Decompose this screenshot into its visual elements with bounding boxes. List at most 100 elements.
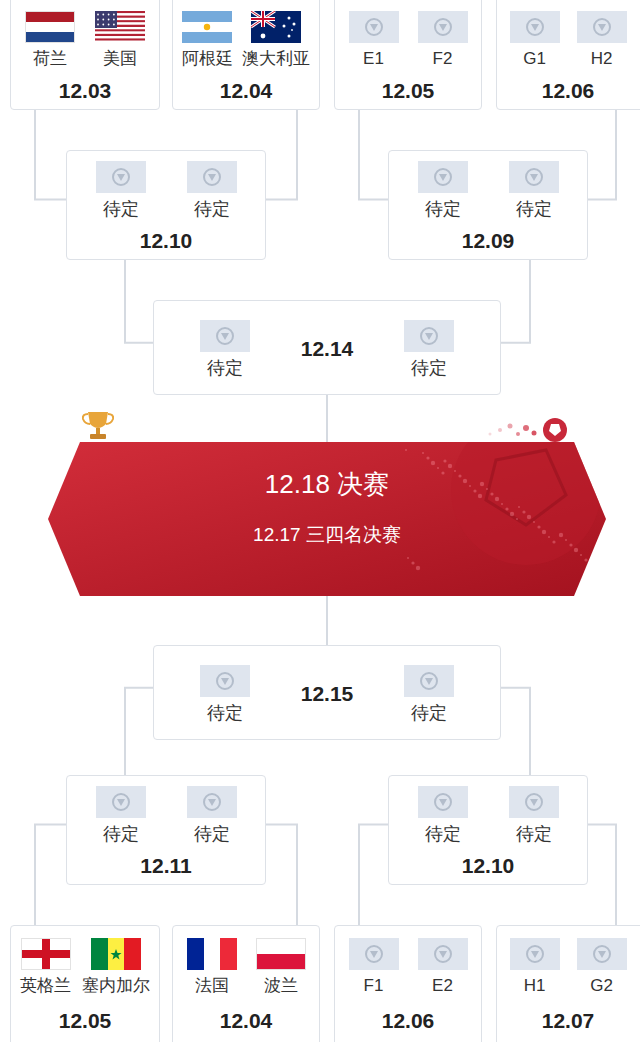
placeholder-icon <box>404 320 454 352</box>
match-box: 英格兰塞内加尔12.05 <box>10 925 160 1042</box>
team-slot: 阿根廷 <box>182 11 233 69</box>
team-name: 待定 <box>425 199 461 220</box>
placeholder-icon <box>418 161 468 193</box>
match-date: 12.03 <box>59 79 112 103</box>
placeholder-icon <box>577 11 627 43</box>
team-name: G2 <box>590 976 613 996</box>
placeholder-icon <box>418 11 468 43</box>
team-name: H2 <box>591 49 613 69</box>
team-row: G1 H2 <box>501 11 635 69</box>
match-box: 待定 12.15 待定 <box>153 645 501 740</box>
team-name: H1 <box>524 976 546 996</box>
placeholder-icon <box>404 665 454 697</box>
team-name: 待定 <box>103 824 139 845</box>
placeholder-icon <box>418 786 468 818</box>
team-slot: 待定 <box>96 161 146 220</box>
team-slot: 待定 <box>418 786 468 845</box>
team-name: 阿根廷 <box>182 49 233 69</box>
match-date: 12.07 <box>542 1009 595 1033</box>
team-slot: F1 <box>349 938 399 996</box>
team-name: 待定 <box>425 824 461 845</box>
match-box: 荷兰 美国 12.03 <box>10 0 160 110</box>
bracket-line <box>501 260 530 343</box>
banner-shape <box>48 440 606 598</box>
team-slot: 待定 <box>187 161 237 220</box>
trophy-icon <box>83 412 113 439</box>
bracket-line <box>35 110 66 200</box>
team-slot: 待定 <box>96 786 146 845</box>
team-row: 荷兰 美国 <box>15 11 155 69</box>
placeholder-icon <box>200 320 250 352</box>
flag-icon <box>95 11 145 43</box>
match-box: 阿根廷澳大利亚 12.04 <box>172 0 320 110</box>
placeholder-icon <box>200 665 250 697</box>
bracket-line <box>125 260 153 343</box>
team-name: G1 <box>523 49 546 69</box>
match-date: 12.11 <box>140 854 191 878</box>
team-slot: H1 <box>510 938 560 996</box>
team-slot: E2 <box>418 938 468 996</box>
team-slot: 待定 <box>509 161 559 220</box>
bracket-line <box>326 596 328 645</box>
match-date: 12.04 <box>220 79 273 103</box>
final-title: 12.17 三四名决赛 <box>253 524 401 546</box>
match-box: 待定12.14待定 <box>153 300 501 395</box>
team-name: 待定 <box>516 199 552 220</box>
match-box: G1H212.06 <box>496 0 640 110</box>
match-date: 12.06 <box>382 1009 435 1033</box>
team-slot: F2 <box>418 11 468 69</box>
match-date: 12.10 <box>140 229 193 253</box>
team-slot: 英格兰 <box>20 938 71 996</box>
team-name: 荷兰 <box>33 49 67 69</box>
match-box: 待定待定12.11 <box>66 775 266 885</box>
team-name: 美国 <box>103 49 137 69</box>
team-slot: H2 <box>577 11 627 69</box>
team-name: 波兰 <box>264 976 298 996</box>
team-name: 待定 <box>516 824 552 845</box>
match-date: 12.04 <box>220 1009 273 1033</box>
team-slot: E1 <box>349 11 399 69</box>
team-row: 待定 12.15 待定 <box>174 665 480 724</box>
bracket-line <box>266 825 297 926</box>
match-box: H1 G2 12.07 <box>496 925 640 1042</box>
team-name: 待定 <box>103 199 139 220</box>
final-title: 12.18 决赛 <box>265 470 389 500</box>
match-box: 待定待定12.09 <box>388 150 588 260</box>
team-name: 待定 <box>411 358 447 379</box>
placeholder-icon <box>187 161 237 193</box>
match-box: 法国 波兰 12.04 <box>172 925 320 1042</box>
match-date: 12.05 <box>382 79 435 103</box>
match-date: 12.15 <box>301 682 354 706</box>
team-slot: 待定 <box>418 161 468 220</box>
team-name: 塞内加尔 <box>82 976 150 996</box>
connector-layer <box>35 110 616 925</box>
bracket-line <box>125 688 153 775</box>
team-row: 法国 波兰 <box>177 938 315 996</box>
team-slot: 待定 <box>404 665 454 724</box>
match-box: 待定待定12.10 <box>66 150 266 260</box>
team-name: E2 <box>432 976 453 996</box>
placeholder-icon <box>577 938 627 970</box>
match-box: F1 E2 12.06 <box>334 925 482 1042</box>
placeholder-icon <box>509 786 559 818</box>
team-row: 待定12.14待定 <box>174 320 480 379</box>
team-name: 待定 <box>207 703 243 724</box>
team-slot: 塞内加尔 <box>82 938 150 996</box>
team-row: 待定 待定 <box>397 786 579 845</box>
flag-icon <box>25 11 75 43</box>
placeholder-icon <box>96 161 146 193</box>
team-name: F1 <box>364 976 384 996</box>
team-row: 阿根廷澳大利亚 <box>177 11 315 69</box>
team-slot: 波兰 <box>256 938 306 996</box>
match-box: 待定待定12.10 <box>388 775 588 885</box>
team-slot: G1 <box>510 11 560 69</box>
match-box: E1 F2 12.05 <box>334 0 482 110</box>
placeholder-icon <box>418 938 468 970</box>
team-name: E1 <box>363 49 384 69</box>
flag-icon <box>21 938 71 970</box>
team-slot: 待定 <box>200 320 250 379</box>
team-name: 法国 <box>195 976 229 996</box>
team-slot: 待定 <box>200 665 250 724</box>
team-name: 待定 <box>207 358 243 379</box>
placeholder-icon <box>349 938 399 970</box>
